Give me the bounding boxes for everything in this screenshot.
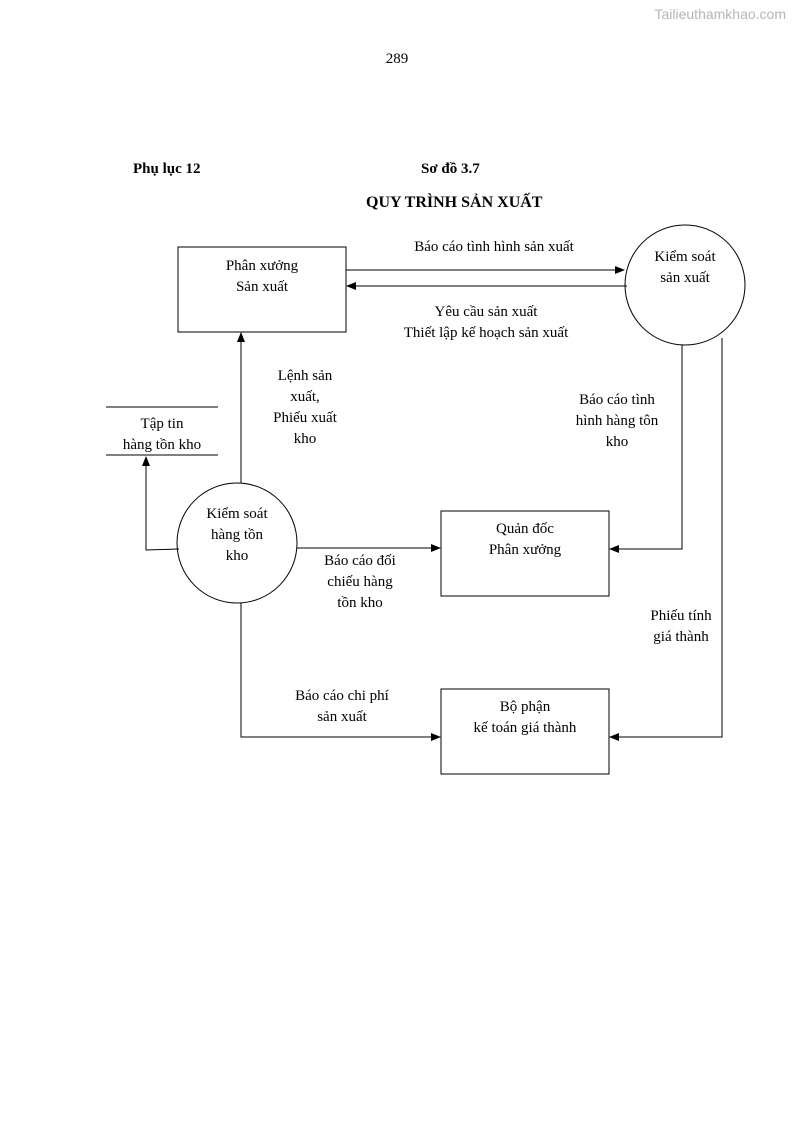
foreman-box	[440, 510, 610, 597]
workshop-label-line: Phân xưởng	[225, 258, 299, 274]
reconciliation-label-line: tồn kho	[337, 595, 383, 611]
inventory-control-label-line: Kiểm soát	[206, 506, 268, 522]
inventory-status-arrow	[609, 345, 683, 553]
inventory-status-label-line: Báo cáo tình	[579, 392, 655, 408]
cost-accounting-label-line: kế toán giá thành	[473, 720, 577, 736]
production-control-label-line: sản xuất	[660, 270, 710, 286]
inventory-status-label-line: kho	[605, 434, 629, 450]
appendix-label: Phụ lục 12	[133, 161, 201, 177]
inventory-control-label-line: kho	[225, 548, 249, 564]
cost-sheet-arrow	[609, 338, 723, 741]
request-label-line: Thiết lập kế hoạch sản xuất	[403, 325, 569, 341]
diagram-number: Sơ đồ 3.7	[421, 161, 480, 177]
inventory-control-circle	[176, 482, 298, 604]
inventory-status-label: Báo cáo tình hình hàng tôn kho	[557, 390, 677, 453]
foreman-label: Quản đốc Phân xưởng	[441, 519, 609, 561]
production-order-label-line: xuất,	[290, 389, 320, 405]
inventory-control-label: Kiểm soát hàng tồn kho	[177, 504, 297, 567]
diagram-title: QUY TRÌNH SẢN XUẤT	[366, 194, 543, 211]
cost-report-label: Báo cáo chi phí sản xuất	[272, 686, 412, 728]
production-control-circle	[624, 224, 746, 346]
watermark: Tailieuthamkhao.com	[654, 6, 786, 22]
reconciliation-label: Báo cáo đối chiếu hàng tồn kho	[300, 551, 420, 614]
cost-sheet-label-line: Phiếu tính	[650, 608, 712, 624]
cost-accounting-label-line: Bộ phận	[499, 699, 551, 715]
inventory-file-arrow	[142, 456, 180, 551]
workshop-label: Phân xưởng Sản xuất	[178, 256, 346, 298]
request-label: Yêu cầu sản xuất Thiết lập kế hoạch sản …	[355, 302, 617, 344]
page-number: 289	[385, 51, 409, 67]
cost-report-arrow	[240, 603, 441, 741]
inventory-control-label-line: hàng tồn	[210, 527, 264, 543]
status-report-label-line: Báo cáo tình hình sản xuất	[414, 239, 574, 255]
cost-report-label-line: Báo cáo chi phí	[295, 688, 389, 704]
cost-accounting-box	[440, 688, 610, 775]
production-order-label-line: kho	[293, 431, 317, 447]
production-order-label-line: Lệnh sản	[277, 368, 333, 384]
inventory-file-label-line: hàng tồn kho	[122, 437, 202, 453]
production-order-label-line: Phiếu xuất	[273, 410, 337, 426]
foreman-label-line: Quản đốc	[496, 521, 554, 537]
request-label-line: Yêu cầu sản xuất	[434, 304, 538, 320]
cost-sheet-label-line: giá thành	[653, 629, 709, 645]
inventory-file-label: Tập tin hàng tồn kho	[106, 414, 218, 456]
foreman-label-line: Phân xưởng	[488, 542, 562, 558]
cost-report-label-line: sản xuất	[317, 709, 367, 725]
production-control-label-line: Kiểm soát	[654, 249, 716, 265]
production-control-label: Kiểm soát sản xuất	[625, 247, 745, 289]
cost-accounting-label: Bộ phận kế toán giá thành	[441, 697, 609, 739]
status-report-label: Báo cáo tình hình sản xuất	[353, 237, 635, 258]
inventory-status-label-line: hình hàng tôn	[575, 413, 659, 429]
reconciliation-label-line: Báo cáo đối	[324, 553, 396, 569]
inventory-file-label-line: Tập tin	[140, 416, 184, 432]
cost-sheet-label: Phiếu tính giá thành	[630, 606, 732, 648]
production-order-label: Lệnh sản xuất, Phiếu xuất kho	[255, 366, 355, 450]
reconciliation-label-line: chiếu hàng	[327, 574, 393, 590]
workshop-label-line: Sản xuất	[235, 279, 289, 295]
